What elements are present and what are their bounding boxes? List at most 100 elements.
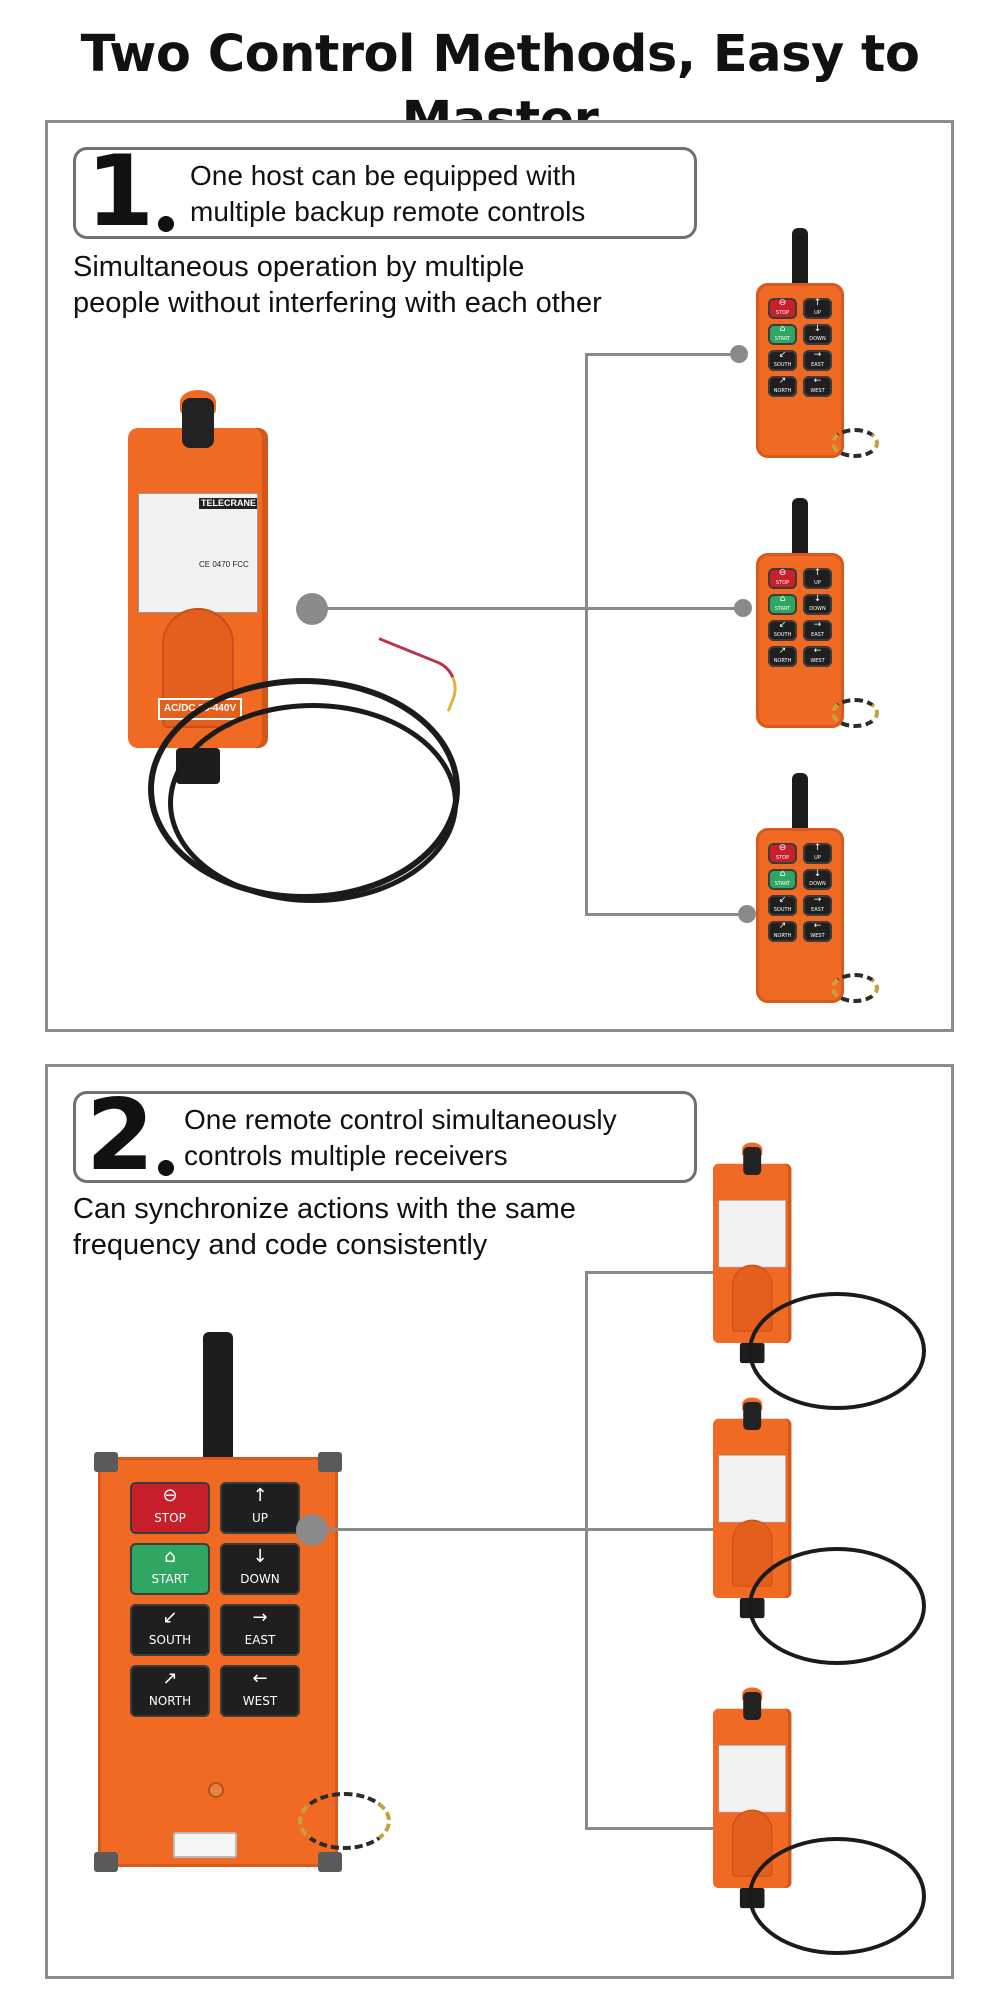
remote-button-label: UP	[814, 854, 821, 861]
remote-strap	[831, 973, 879, 1003]
connector-dot-1	[730, 345, 748, 363]
remote-button-down: ↓DOWN	[803, 869, 832, 890]
remote-button-icon: ⊖	[162, 1485, 178, 1506]
receiver-label-plate	[718, 1455, 786, 1523]
receiver-antenna-knob	[743, 1402, 762, 1430]
remote-button-icon: ↗	[778, 376, 787, 386]
remote-button-south: ↙SOUTH	[768, 350, 797, 371]
remote-button-icon: ⊖	[778, 843, 787, 853]
remote-button-icon: ↓	[813, 324, 822, 334]
remote-button-east: → EAST	[220, 1604, 300, 1656]
remote-button-up: ↑UP	[220, 1482, 300, 1534]
remote-button-icon: ←	[252, 1668, 268, 1689]
section-2-callout-text: One remote control simultaneously contro…	[184, 1102, 617, 1174]
remote-button-icon: ⊖	[778, 298, 787, 308]
remote-button-label: EAST	[244, 1632, 276, 1647]
remote-button-west: ←WEST	[803, 646, 832, 667]
remote-button-label: UP	[814, 309, 821, 316]
remote-antenna	[203, 1332, 233, 1462]
connector-dot-2	[734, 599, 752, 617]
receiver-label-plate	[718, 1200, 786, 1268]
remote-button-label: STOP	[775, 579, 790, 586]
remote-button-label: SOUTH	[773, 631, 792, 638]
remote-strap	[831, 428, 879, 458]
remote-button-down: ↓DOWN	[220, 1543, 300, 1595]
remote-button-label: START	[151, 1571, 189, 1586]
remote-button-icon: ⌂	[779, 869, 786, 879]
remote-button-icon: →	[813, 620, 822, 630]
remote-button-icon: ↑	[813, 843, 822, 853]
description-line-1: Simultaneous operation by multiple	[73, 251, 525, 283]
section-2-callout: 2 One remote control simultaneously cont…	[73, 1080, 697, 1192]
remote-button-label: NORTH	[773, 932, 792, 939]
remote-button-icon: ↑	[252, 1485, 268, 1506]
remote-button-icon: →	[813, 350, 822, 360]
remote-button-north: ↗ NORTH	[130, 1665, 210, 1717]
section-1-number: 1	[86, 135, 154, 249]
remote-button-east: →EAST	[803, 620, 832, 641]
remote-button-label: NORTH	[148, 1693, 192, 1708]
remote-button-icon: ↙	[778, 895, 787, 905]
callout-line-1: One remote control simultaneously	[184, 1104, 617, 1135]
remote-strap	[298, 1792, 391, 1850]
remote-button-label: DOWN	[809, 335, 826, 342]
section-2-number: 2	[86, 1079, 154, 1193]
receiver-brand: TELECRANE	[199, 498, 257, 509]
remote-button-down: ↓DOWN	[803, 324, 832, 345]
remote-button-south: ↙SOUTH	[130, 1604, 210, 1656]
remote-button-label: START	[774, 605, 791, 612]
remote-button-label: START	[774, 880, 791, 887]
callout-line-2: multiple backup remote controls	[190, 196, 586, 227]
number-dot	[158, 216, 174, 232]
remote-button-icon: →	[252, 1607, 268, 1628]
remote-button-label: EAST	[811, 906, 824, 913]
remote-antenna	[792, 773, 808, 833]
connector-dot-3	[738, 905, 756, 923]
remote-button-start: ⌂START	[768, 324, 797, 345]
remote-strap	[831, 698, 879, 728]
remote-button-stop: ⊖STOP	[768, 298, 797, 319]
number-dot	[158, 1160, 174, 1176]
remote-button-icon: ↑	[813, 298, 822, 308]
remote-button-label: SOUTH	[148, 1632, 192, 1647]
section-1-callout-text: One host can be equipped with multiple b…	[190, 158, 585, 230]
connector-line-1	[585, 353, 740, 356]
remote-button-label: START	[774, 335, 791, 342]
remote-button-south: ↙SOUTH	[768, 895, 797, 916]
remote-button-icon: →	[813, 895, 822, 905]
connector-line-vertical	[585, 1271, 588, 1829]
remote-button-south: ↙SOUTH	[768, 620, 797, 641]
description-line-2: frequency and code consistently	[73, 1229, 488, 1261]
remote-corner	[318, 1852, 342, 1872]
remote-button-down: ↓DOWN	[803, 594, 832, 615]
remote-button-label: DOWN	[809, 605, 826, 612]
remote-antenna	[792, 228, 808, 288]
remote-button-icon: ←	[813, 376, 822, 386]
callout-line-2: controls multiple receivers	[184, 1140, 508, 1171]
receiver-label-plate: TELECRANE CE 0470 FCC	[138, 493, 258, 613]
remote-button-icon: ↗	[162, 1668, 178, 1689]
connector-line-3	[585, 913, 745, 916]
remote-button-label: EAST	[811, 631, 824, 638]
remote-button-label: SOUTH	[773, 361, 792, 368]
remote-button-start: ⌂START	[768, 594, 797, 615]
remote-button-icon: ↓	[813, 594, 822, 604]
remote-button-start: ⌂ START	[130, 1543, 210, 1595]
remote-button-label: NORTH	[773, 657, 792, 664]
remote-button-west: ←WEST	[803, 376, 832, 397]
remote-corner	[94, 1852, 118, 1872]
remote-button-icon: ⌂	[164, 1546, 176, 1567]
receiver-antenna-knob	[182, 398, 214, 448]
receiver-label-plate	[718, 1745, 786, 1813]
receiver-cable	[748, 1547, 926, 1665]
section-1-description: Simultaneous operation by multiple peopl…	[73, 249, 602, 321]
section-1-callout: 1 One host can be equipped with multiple…	[73, 136, 697, 248]
remote-button-icon: ↑	[813, 568, 822, 578]
remote-button-icon: ↙	[778, 350, 787, 360]
remote-button-label: SOUTH	[773, 906, 792, 913]
remote-button-start: ⌂START	[768, 869, 797, 890]
remote-corner	[318, 1452, 342, 1472]
connector-line-vertical	[585, 353, 588, 915]
description-line-1: Can synchronize actions with the same	[73, 1193, 576, 1225]
remote-button-label: STOP	[775, 854, 790, 861]
